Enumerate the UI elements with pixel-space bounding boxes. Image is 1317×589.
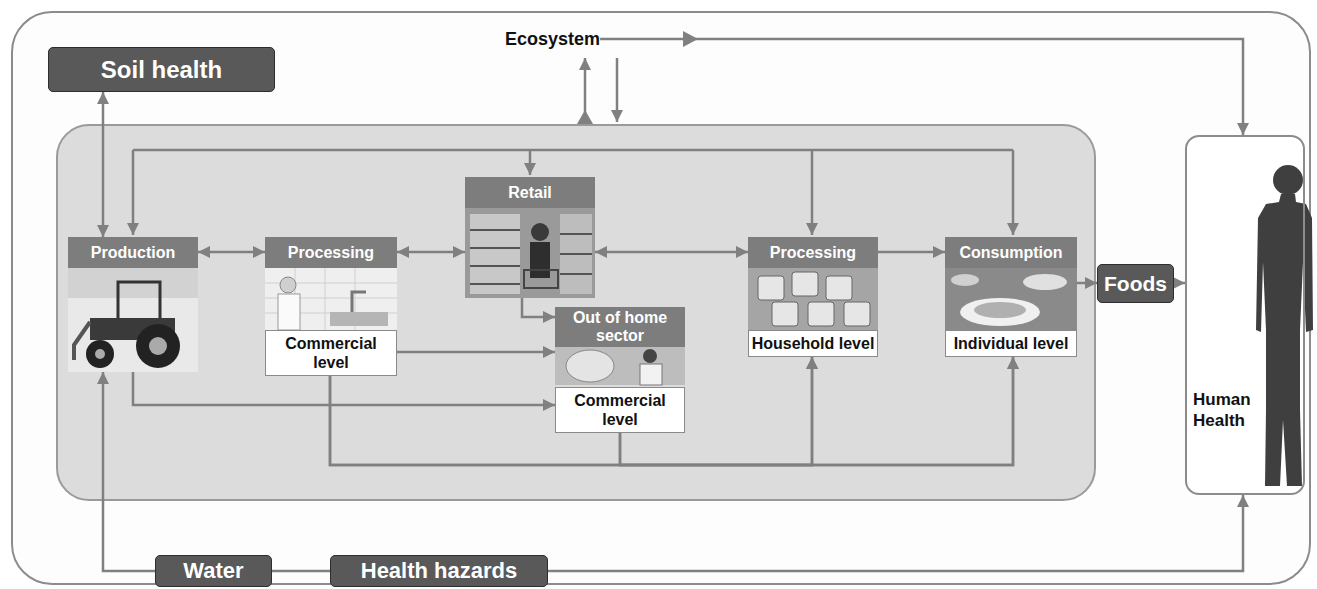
canteen-photo <box>555 345 685 385</box>
flow-connector <box>102 92 105 237</box>
flow-connector <box>522 298 555 317</box>
food-chain-stage: ConsumptionIndividual level <box>945 237 1077 357</box>
ecosystem-label: Ecosystem <box>505 28 600 50</box>
photo-area <box>748 268 878 330</box>
photo-area <box>555 347 685 387</box>
tractor-photo <box>68 268 198 372</box>
photo-area <box>465 208 595 298</box>
flow-connector <box>198 251 265 254</box>
stage-header: Consumption <box>945 237 1077 268</box>
level-label: Commercial level <box>555 387 685 433</box>
flow-connector <box>103 372 155 571</box>
level-label: Commercial level <box>265 330 397 376</box>
flow-connector <box>548 495 1243 571</box>
photo-area <box>945 268 1077 330</box>
kitchen-photo <box>265 268 397 330</box>
human-health-box: Human Health <box>1185 135 1305 495</box>
food-chain-panel <box>57 125 1095 500</box>
level-label: Individual level <box>945 330 1077 357</box>
food-chain-stage: Production <box>68 237 198 372</box>
ecosystem-node: Ecosystem <box>505 28 600 50</box>
flow-connector <box>1077 282 1097 285</box>
dark-label-box: Soil health <box>48 47 275 92</box>
flow-connector <box>397 251 465 254</box>
flow-connector <box>600 39 1243 135</box>
flow-connector <box>133 372 555 405</box>
photo-area <box>265 268 397 330</box>
food-chain-stage: ProcessingCommercial level <box>265 237 397 376</box>
meal-photo <box>945 268 1077 330</box>
level-label: Household level <box>748 330 878 357</box>
box-label: Soil health <box>101 56 222 84</box>
flow-connector <box>397 351 555 354</box>
outer-frame <box>12 12 1310 584</box>
supermarket-photo <box>465 208 595 298</box>
food-chain-stage: Retail <box>465 177 595 298</box>
stage-header: Processing <box>265 237 397 268</box>
box-label: Water <box>183 558 243 584</box>
flow-connector <box>272 570 330 573</box>
stage-header: Processing <box>748 237 878 268</box>
jars-photo <box>748 268 878 330</box>
photo-area <box>68 268 198 372</box>
box-label: Foods <box>1104 271 1167 296</box>
dark-label-box: Health hazards <box>330 555 548 587</box>
stage-header: Retail <box>465 177 595 208</box>
box-label: Health hazards <box>361 558 518 584</box>
flow-connector <box>1174 282 1185 285</box>
dark-label-box: Water <box>155 555 272 587</box>
food-chain-stage: Out of home sectorCommercial level <box>555 307 685 433</box>
flow-connector <box>878 251 945 254</box>
flow-connector <box>595 251 748 254</box>
stage-header: Production <box>68 237 198 268</box>
exchange-triangle <box>577 110 593 124</box>
stage-header: Out of home sector <box>555 307 685 347</box>
flow-connector <box>330 357 812 465</box>
food-chain-stage: ProcessingHousehold level <box>748 237 878 357</box>
flow-connector <box>330 357 1013 465</box>
human-health-label: Human Health <box>1193 389 1253 431</box>
dark-label-box: Foods <box>1097 264 1174 303</box>
